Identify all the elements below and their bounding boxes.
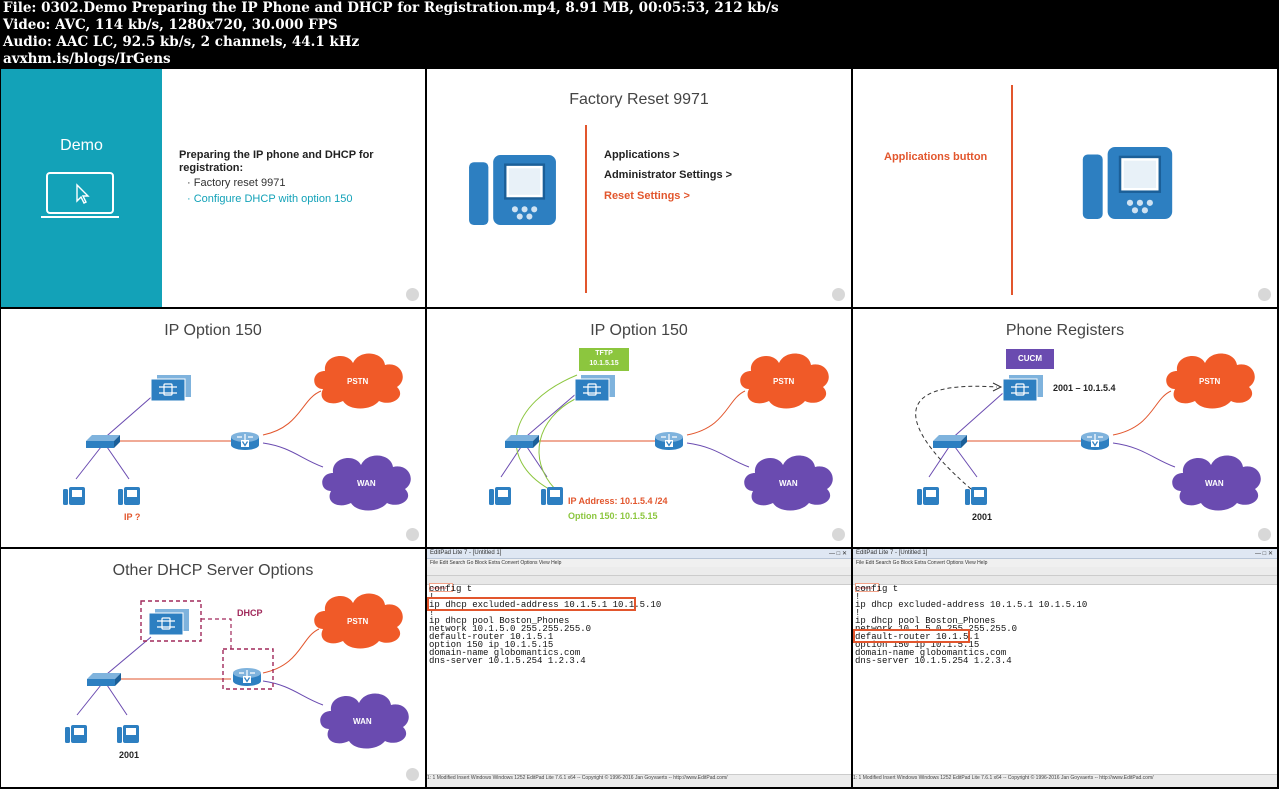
reset-step-3: Reset Settings > (604, 190, 690, 202)
demo-panel: Demo (1, 69, 162, 307)
thumbnail-editor-excluded[interactable]: EditPad Lite 7 - [Untitled 1] — □ ✕ File … (427, 549, 851, 787)
watermark-icon (832, 528, 845, 541)
reg-title: Phone Registers (1005, 322, 1125, 339)
config-code[interactable]: config t ! ip dhcp excluded-address 10.1… (429, 584, 662, 666)
watermark-icon (406, 288, 419, 301)
editor-toolbar[interactable] (427, 567, 851, 576)
opt2-title: IP Option 150 (590, 322, 688, 339)
watermark-icon (406, 528, 419, 541)
pstn-label: PSTN (347, 617, 369, 626)
editor-statusbar: 1: 1 Modified Insert Windows Windows 125… (427, 774, 851, 787)
file-info: File: 0302.Demo Preparing the IP Phone a… (3, 0, 779, 16)
thumbnail-phone-registers[interactable]: Phone Registers CUCM 2001 – 10.1.5.4 PST… (853, 309, 1277, 547)
pstn-label: PSTN (347, 377, 369, 386)
watermark-icon (1258, 528, 1271, 541)
editor-tab[interactable]: Untitled 1 (855, 583, 879, 592)
highlight-box (853, 629, 970, 643)
thumbnail-demo[interactable]: Demo Preparing the IP phone and DHCP for… (1, 69, 425, 307)
apps-label: Applications button (884, 151, 988, 163)
network-diagram (915, 353, 1261, 511)
watermark-icon (406, 768, 419, 781)
editor-statusbar: 1: 1 Modified Insert Windows Windows 125… (853, 774, 1277, 787)
editor-tab[interactable]: Untitled 1 (429, 583, 453, 592)
editor-title: EditPad Lite 7 - [Untitled 1] (856, 550, 928, 556)
watermark-icon (832, 288, 845, 301)
editor-titlebar: EditPad Lite 7 - [Untitled 1] — □ ✕ (427, 549, 851, 559)
editor-menubar[interactable]: File Edit Search Go Block Extra Convert … (853, 559, 1277, 567)
text-editor-window: EditPad Lite 7 - [Untitled 1] — □ ✕ File … (853, 549, 1277, 787)
text-editor-window: EditPad Lite 7 - [Untitled 1] — □ ✕ File … (427, 549, 851, 787)
tftp-ip: 10.1.5.15 (589, 360, 619, 367)
reset-title: Factory Reset 9971 (569, 91, 709, 108)
audio-info: Audio: AAC LC, 92.5 kb/s, 2 channels, 44… (3, 34, 360, 50)
network-diagram (63, 353, 411, 511)
divider (585, 125, 587, 293)
source-url: avxhm.is/blogs/IrGens (3, 51, 171, 67)
config-code[interactable]: config t ! ip dhcp excluded-address 10.1… (855, 584, 1088, 666)
editor-menubar[interactable]: File Edit Search Go Block Extra Convert … (427, 559, 851, 567)
editor-tabbar: Untitled 1 (853, 576, 1277, 592)
other-title: Other DHCP Server Options (112, 562, 314, 579)
thumbnail-option150-a[interactable]: IP Option 150 PSTN WAN IP ? (1, 309, 425, 547)
ip-phone-icon (467, 155, 558, 225)
ip-question-label: IP ? (124, 512, 141, 522)
watermark-icon (1258, 288, 1271, 301)
reset-step-1: Applications > (604, 149, 680, 161)
video-info: Video: AVC, 114 kb/s, 1280x720, 30.000 F… (3, 17, 338, 33)
demo-bullet-2: · Configure DHCP with option 150 (187, 193, 353, 205)
window-controls-icon[interactable]: — □ ✕ (1255, 551, 1273, 557)
registration-mapping: 2001 – 10.1.5.4 (1053, 383, 1116, 393)
thumbnail-option150-b[interactable]: IP Option 150 TFTP 10.1.5.15 PSTN WAN IP… (427, 309, 851, 547)
thumbnail-grid: Demo Preparing the IP phone and DHCP for… (0, 68, 1279, 789)
wan-label: WAN (1205, 479, 1224, 488)
ip-address-label: IP Address: 10.1.5.4 /24 (568, 496, 668, 506)
laptop-cursor-icon (41, 172, 119, 218)
tftp-badge: TFTP 10.1.5.15 (579, 348, 629, 371)
network-diagram (489, 353, 833, 511)
thumbnail-editor-default-router[interactable]: EditPad Lite 7 - [Untitled 1] — □ ✕ File … (853, 549, 1277, 787)
editor-title: EditPad Lite 7 - [Untitled 1] (430, 550, 502, 556)
video-info-header: File: 0302.Demo Preparing the IP Phone a… (0, 0, 1279, 68)
demo-bullet-2-text: Configure DHCP with option 150 (193, 193, 353, 205)
editor-toolbar[interactable] (853, 567, 1277, 576)
wan-label: WAN (353, 717, 372, 726)
editor-titlebar: EditPad Lite 7 - [Untitled 1] — □ ✕ (853, 549, 1277, 559)
pstn-label: PSTN (1199, 377, 1221, 386)
editor-tabbar: Untitled 1 (427, 576, 851, 592)
highlight-box (427, 597, 636, 611)
tftp-label: TFTP (595, 350, 613, 357)
wan-label: WAN (357, 479, 376, 488)
demo-bullet-1-text: Factory reset 9971 (193, 177, 286, 189)
thumbnail-factory-reset[interactable]: Factory Reset 9971 Applications > Admini… (427, 69, 851, 307)
demo-bullet-1: · Factory reset 9971 (187, 177, 286, 189)
opt1-title: IP Option 150 (164, 322, 262, 339)
demo-title: Demo (60, 137, 103, 154)
pstn-label: PSTN (773, 377, 795, 386)
thumbnail-applications[interactable]: Applications button (853, 69, 1277, 307)
wan-label: WAN (779, 479, 798, 488)
thumbnail-other-dhcp[interactable]: Other DHCP Server Options DHCP PSTN WAN … (1, 549, 425, 787)
divider (1011, 85, 1013, 295)
demo-heading: Preparing the IP phone and DHCP for regi… (179, 149, 374, 174)
cucm-badge: CUCM (1006, 349, 1054, 369)
dhcp-label: DHCP (237, 608, 263, 618)
extension-label: 2001 (972, 512, 993, 522)
reset-step-2: Administrator Settings > (604, 169, 733, 181)
extension-label: 2001 (119, 750, 140, 760)
network-diagram (65, 593, 409, 749)
option150-label: Option 150: 10.1.5.15 (568, 511, 658, 521)
window-controls-icon[interactable]: — □ ✕ (829, 551, 847, 557)
ip-phone-icon (1081, 147, 1174, 219)
